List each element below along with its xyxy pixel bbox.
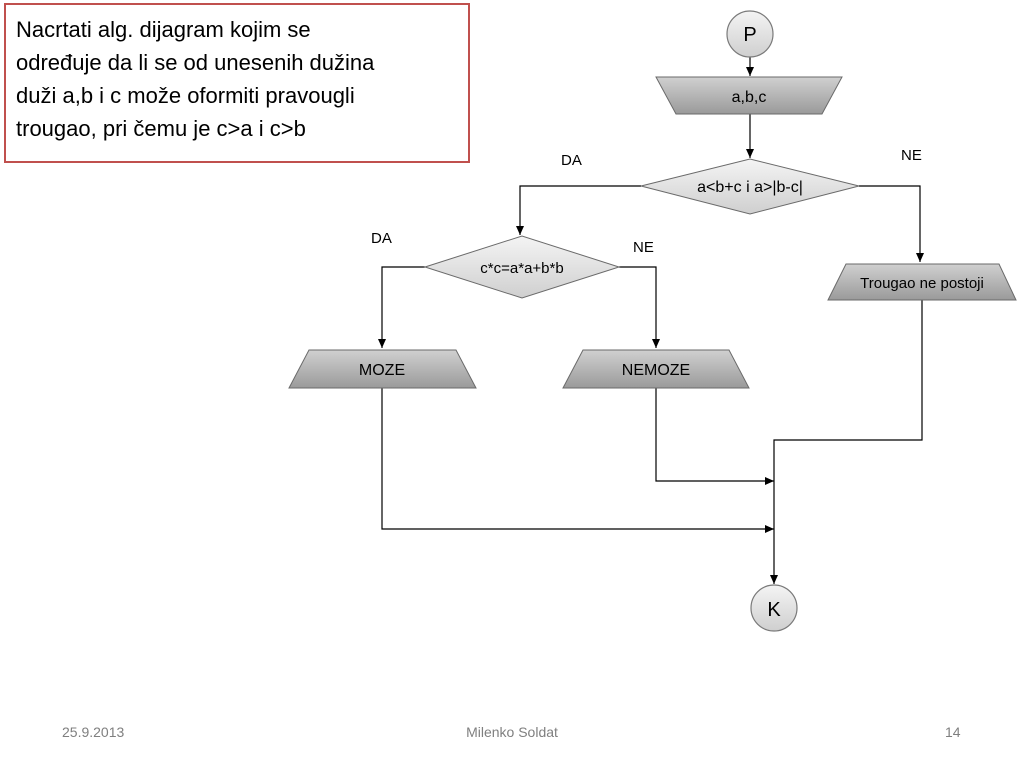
condition2-label: c*c=a*a+b*b: [480, 260, 563, 277]
condition1-label: a<b+c i a>|b-c|: [697, 179, 803, 196]
connectors: [378, 57, 924, 584]
task-line-3: duži a,b i c može oformiti pravougli: [16, 83, 355, 108]
connector-cond1-no: [859, 185, 924, 262]
condition2-yes-label: DA: [371, 230, 392, 247]
task-line-1: Nacrtati alg. dijagram kojim se: [16, 17, 311, 42]
connector-cond1-yes: [516, 185, 641, 235]
task-description-box: Nacrtati alg. dijagram kojim se određuje…: [4, 3, 470, 163]
connector-cond2-no: [619, 266, 660, 348]
output-moze: MOZE: [288, 349, 477, 389]
output-moze-label: MOZE: [359, 362, 405, 379]
output-no-triangle: Trougao ne postoji: [827, 263, 1017, 301]
input-label: a,b,c: [732, 89, 767, 106]
connector-none-end: [770, 300, 923, 584]
output-no-triangle-label: Trougao ne postoji: [860, 275, 984, 292]
condition2-no-label: NE: [633, 239, 654, 256]
condition1-yes-label: DA: [561, 152, 582, 169]
end-terminal: K: [750, 584, 798, 632]
connector-cond2-yes: [378, 266, 425, 348]
output-nemoze: NEMOZE: [562, 349, 750, 389]
start-label: P: [743, 24, 756, 46]
connector-moze-end: [381, 388, 774, 533]
output-nemoze-label: NEMOZE: [622, 362, 690, 379]
condition1-no-label: NE: [901, 147, 922, 164]
footer-author: Milenko Soldat: [466, 724, 558, 740]
connector-nemoze-end: [655, 388, 774, 485]
condition2-diamond: c*c=a*a+b*b: [423, 235, 621, 299]
condition1-diamond: a<b+c i a>|b-c|: [640, 158, 860, 215]
footer-page-number: 14: [945, 724, 961, 740]
end-label: K: [767, 599, 781, 621]
start-terminal: P: [726, 10, 774, 58]
task-line-2: određuje da li se od unesenih dužina: [16, 50, 375, 75]
task-line-4: trougao, pri čemu je c>a i c>b: [16, 116, 306, 141]
input-shape: a,b,c: [655, 76, 843, 115]
footer-date: 25.9.2013: [62, 724, 125, 740]
